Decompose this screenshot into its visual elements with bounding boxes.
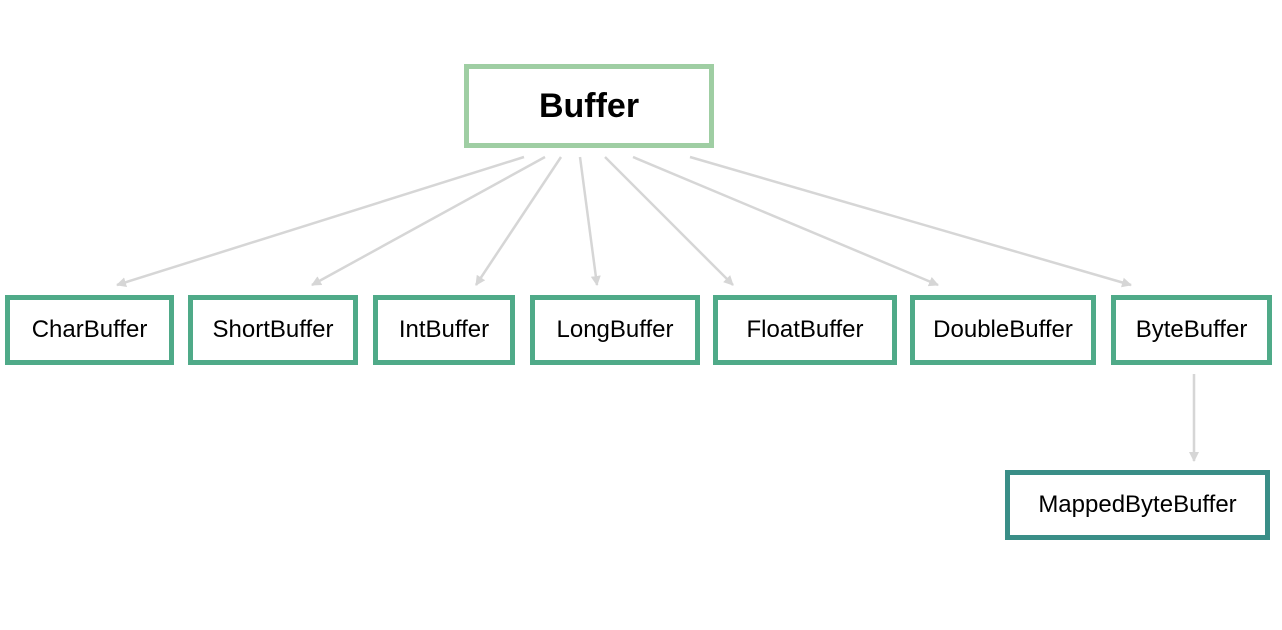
arrow-buffer-to-longbuffer: [578, 156, 601, 286]
longbuffer-node: LongBuffer: [530, 295, 700, 365]
arrow-buffer-to-doublebuffer: [632, 155, 939, 287]
mappedbytebuffer-label: MappedByteBuffer: [1038, 491, 1237, 518]
doublebuffer-label: DoubleBuffer: [933, 316, 1073, 343]
floatbuffer-label: FloatBuffer: [746, 316, 864, 343]
arrow-buffer-to-floatbuffer: [604, 156, 734, 286]
charbuffer-label: CharBuffer: [31, 316, 148, 343]
shortbuffer-node: ShortBuffer: [188, 295, 358, 365]
intbuffer-label: IntBuffer: [398, 316, 490, 343]
intbuffer-node: IntBuffer: [373, 295, 515, 365]
bytebuffer-label: ByteBuffer: [1135, 316, 1248, 343]
shortbuffer-label: ShortBuffer: [212, 316, 334, 343]
doublebuffer-node: DoubleBuffer: [910, 295, 1096, 365]
bytebuffer-node: ByteBuffer: [1111, 295, 1272, 365]
arrow-buffer-to-intbuffer: [474, 156, 563, 286]
buffer-node: Buffer: [464, 64, 714, 148]
arrow-buffer-to-bytebuffer: [689, 155, 1132, 288]
mappedbytebuffer-node: MappedByteBuffer: [1005, 470, 1270, 540]
longbuffer-label: LongBuffer: [556, 316, 674, 343]
floatbuffer-node: FloatBuffer: [713, 295, 897, 365]
buffer-label: Buffer: [538, 86, 640, 125]
charbuffer-node: CharBuffer: [5, 295, 174, 365]
arrow-buffer-to-shortbuffer: [311, 155, 546, 287]
arrow-buffer-to-charbuffer: [116, 155, 525, 288]
